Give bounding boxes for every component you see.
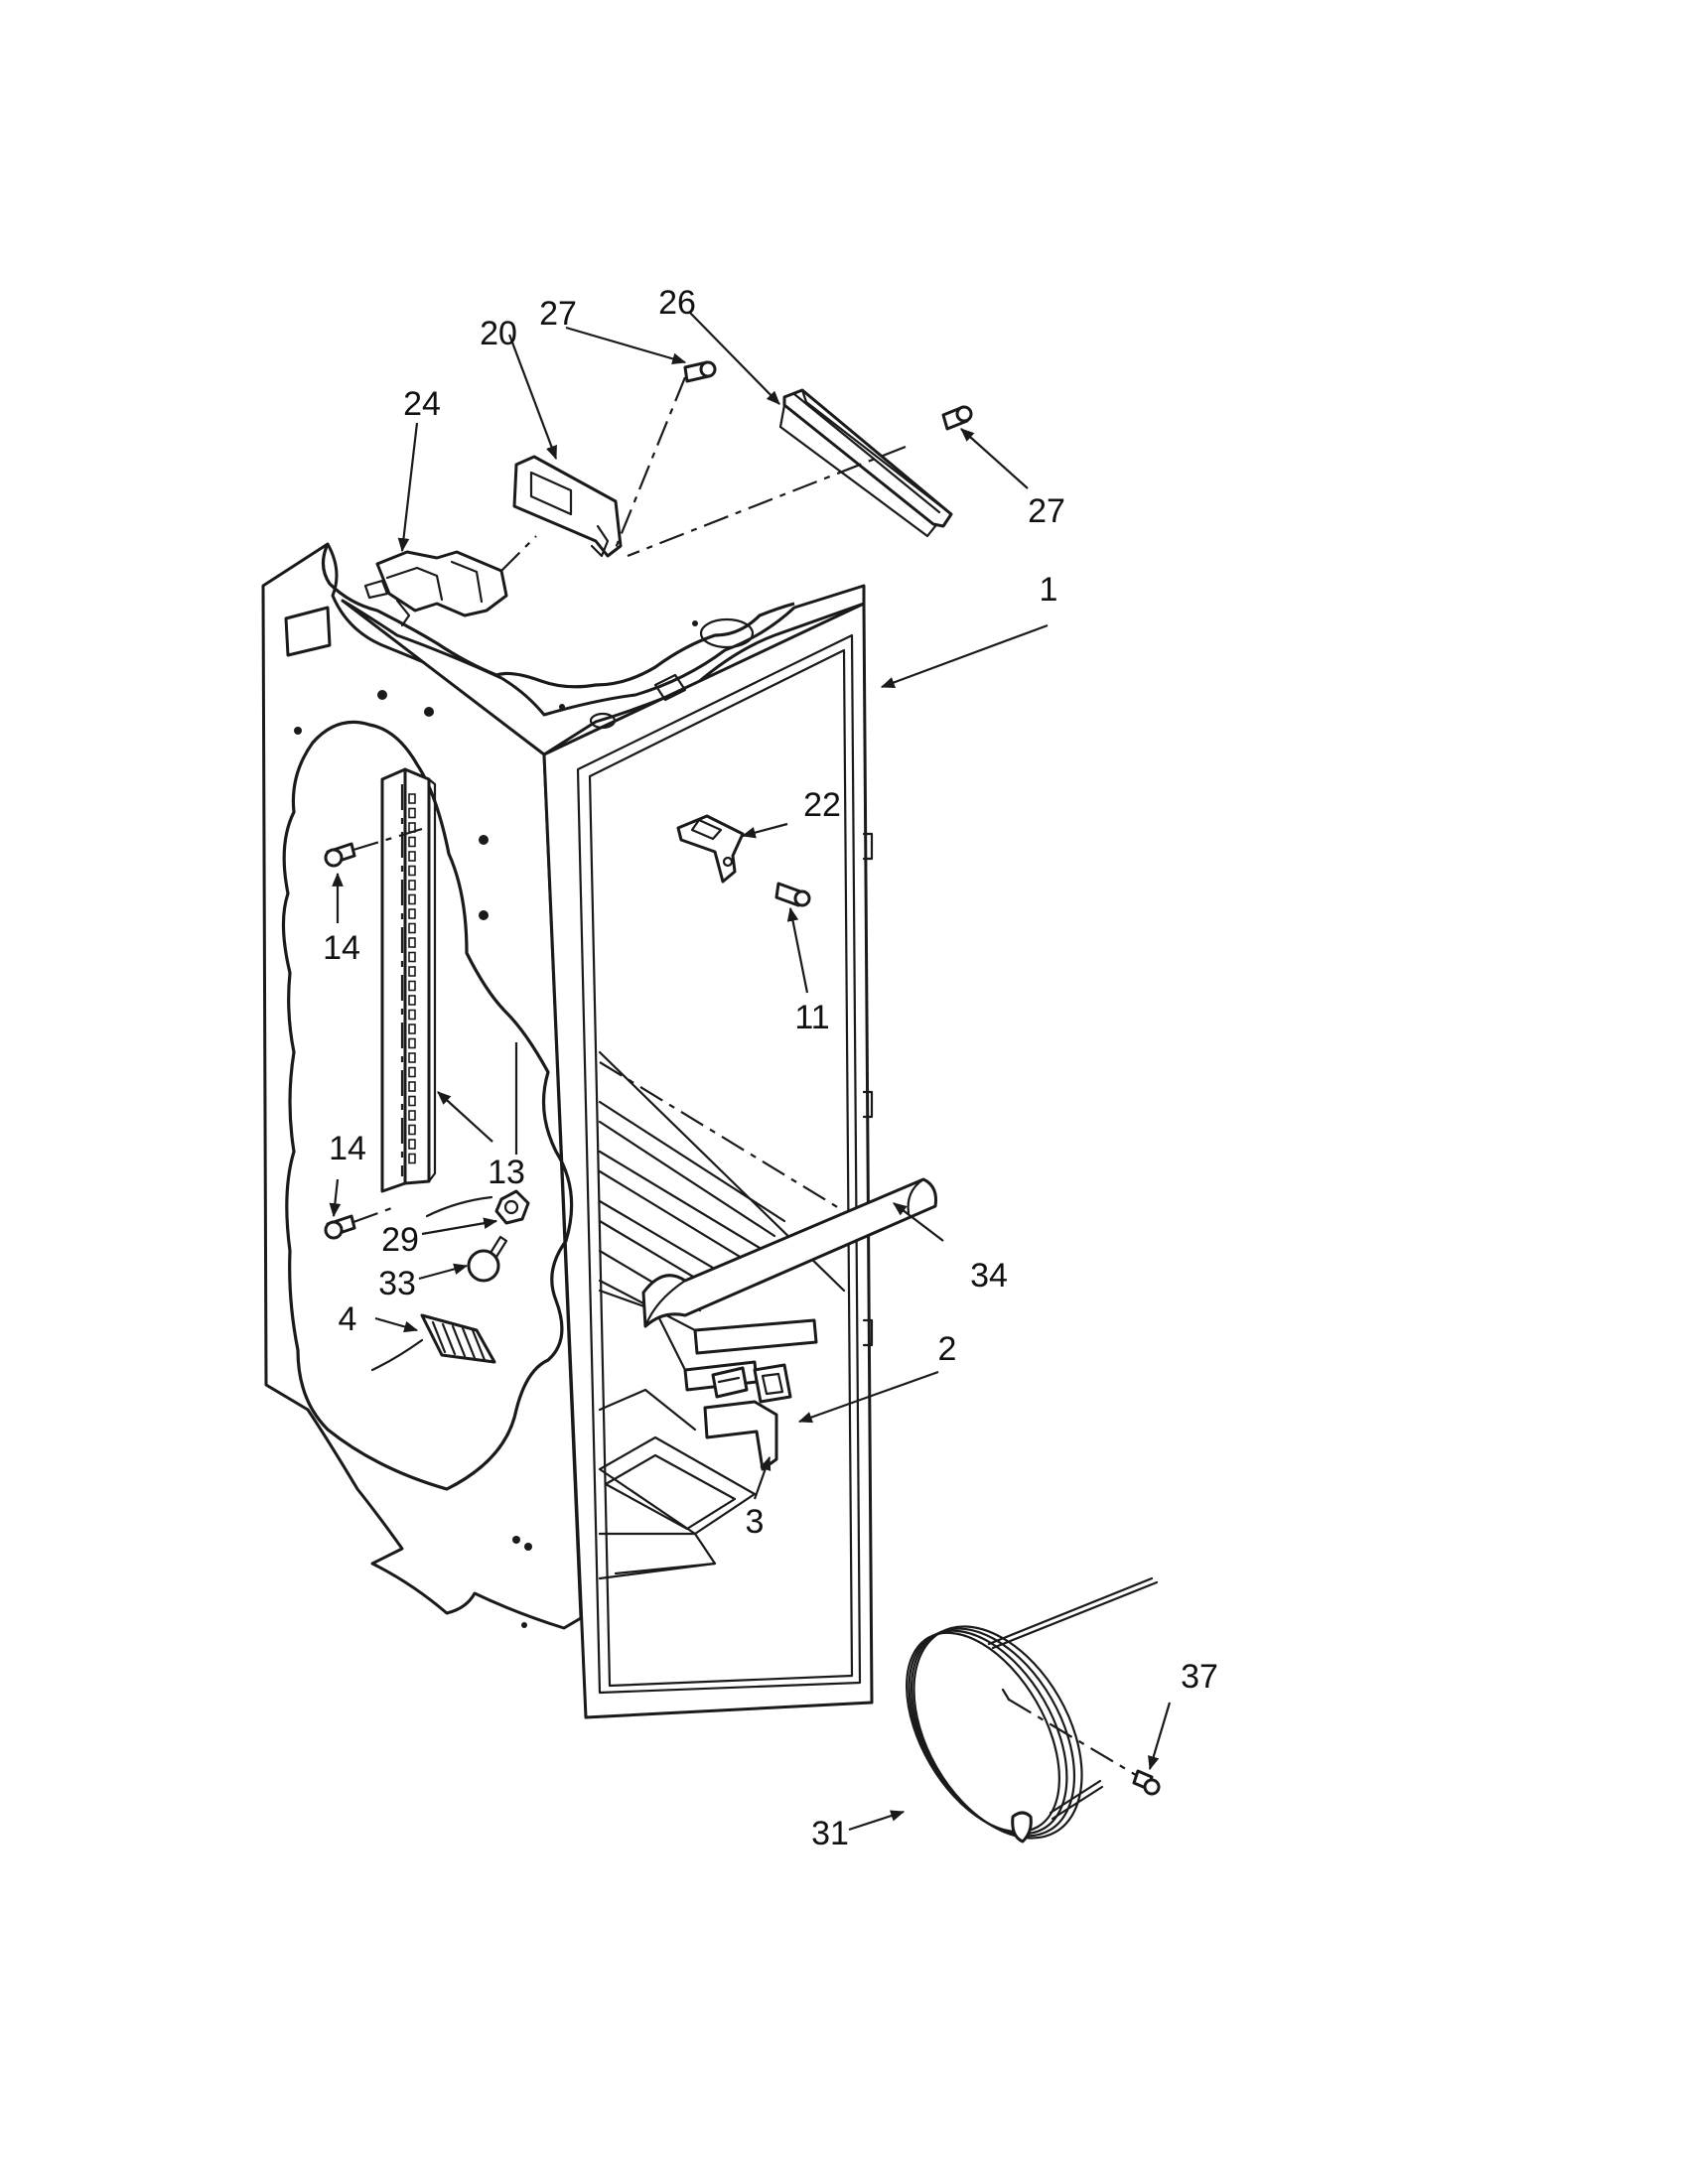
housing-bracket bbox=[512, 455, 623, 558]
leader-lines bbox=[329, 312, 1172, 1832]
wire-harness-coil bbox=[906, 1576, 1159, 1843]
callout-14-upper: 14 bbox=[323, 929, 360, 967]
rail-slot bbox=[408, 908, 416, 919]
rail-slot bbox=[408, 836, 416, 848]
callout-27-right: 27 bbox=[1028, 492, 1065, 530]
rail-slot bbox=[408, 995, 416, 1006]
rail-slot bbox=[408, 1037, 416, 1049]
callout-4: 4 bbox=[339, 1300, 357, 1338]
cabinet-side-cutaway bbox=[281, 720, 574, 1491]
bracket-screw bbox=[774, 882, 811, 907]
callout-31: 31 bbox=[811, 1815, 849, 1852]
screw-lower-left bbox=[324, 1214, 356, 1240]
rail-slot bbox=[408, 1009, 416, 1021]
cabinet-liner bbox=[261, 542, 874, 1719]
rail-slot bbox=[408, 865, 416, 877]
callout-20: 20 bbox=[480, 315, 517, 352]
rail-slot bbox=[408, 937, 416, 948]
callout-37: 37 bbox=[1181, 1658, 1218, 1696]
callout-14-lower: 14 bbox=[329, 1130, 366, 1167]
rail-slot bbox=[408, 880, 416, 890]
rail-slot bbox=[408, 1153, 416, 1164]
screw-upper-left bbox=[324, 842, 356, 868]
mounting-bracket bbox=[676, 814, 745, 884]
callout-24: 24 bbox=[403, 385, 441, 423]
callout-27-upper: 27 bbox=[539, 295, 577, 333]
lamp-socket bbox=[425, 1189, 530, 1225]
rail-slot bbox=[408, 1110, 416, 1121]
top-trim bbox=[778, 388, 953, 538]
shelf-guard bbox=[641, 1177, 937, 1328]
callout-13: 13 bbox=[488, 1154, 525, 1191]
callout-34: 34 bbox=[970, 1257, 1008, 1295]
air-grille bbox=[420, 1313, 496, 1364]
harness-screw bbox=[1132, 1769, 1161, 1796]
callout-22: 22 bbox=[803, 786, 841, 824]
rail-slot bbox=[408, 793, 416, 804]
rail-assembly bbox=[380, 767, 437, 1193]
rail-slot bbox=[408, 966, 416, 977]
rail-slot bbox=[408, 851, 416, 862]
rail-slot bbox=[408, 1139, 416, 1150]
light-switch bbox=[711, 1363, 792, 1404]
rail-slots bbox=[408, 793, 416, 1164]
bracket-screw-upper-left bbox=[683, 360, 717, 383]
callout-3: 3 bbox=[746, 1503, 765, 1541]
cabinet-front-frame bbox=[542, 602, 874, 1719]
callout-33: 33 bbox=[378, 1265, 416, 1302]
rail-slot bbox=[408, 980, 416, 992]
rail-slot bbox=[408, 893, 416, 905]
lamp-bulb bbox=[467, 1235, 508, 1283]
callout-29: 29 bbox=[381, 1221, 419, 1259]
rail-slot bbox=[408, 1052, 416, 1063]
rail-slot bbox=[408, 1066, 416, 1078]
callout-1: 1 bbox=[1040, 571, 1058, 609]
rail-slot bbox=[408, 807, 416, 819]
callout-2: 2 bbox=[938, 1330, 957, 1368]
callout-11: 11 bbox=[794, 999, 829, 1036]
rail-slot bbox=[408, 1124, 416, 1136]
rail-slot bbox=[408, 951, 416, 963]
cabinet-top-cutaway bbox=[321, 543, 795, 689]
callout-26: 26 bbox=[658, 284, 696, 322]
rail-slot bbox=[408, 1095, 416, 1107]
rail-slot bbox=[408, 922, 416, 934]
control-housing bbox=[363, 550, 508, 627]
cabinet-front-opening bbox=[576, 633, 862, 1695]
rail-slot bbox=[408, 1024, 416, 1034]
rail-slot bbox=[408, 1081, 416, 1092]
trim-screw bbox=[941, 405, 973, 431]
